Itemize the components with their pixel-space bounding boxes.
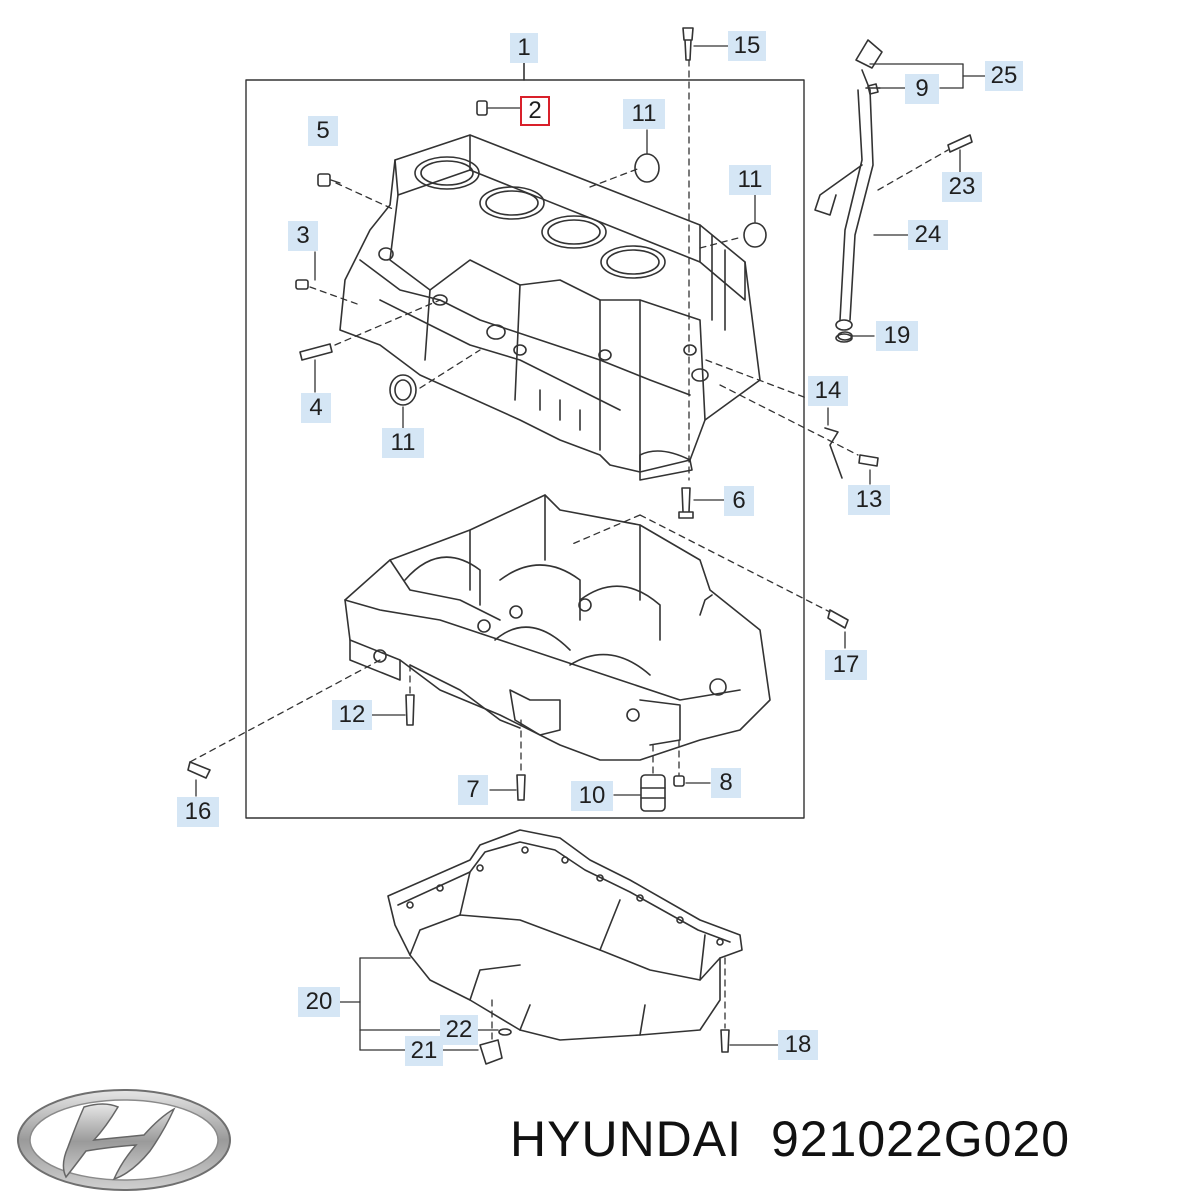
callout-20: 20 bbox=[298, 987, 340, 1017]
callout-17: 17 bbox=[825, 650, 867, 680]
hyundai-logo bbox=[17, 1089, 231, 1191]
callout-12: 12 bbox=[332, 700, 372, 730]
callout-19: 19 bbox=[876, 321, 918, 351]
callout-11-top: 11 bbox=[623, 99, 665, 129]
callout-11-right: 11 bbox=[729, 165, 771, 195]
assembly-frame bbox=[245, 79, 805, 819]
callout-7: 7 bbox=[458, 775, 488, 805]
callout-5: 5 bbox=[308, 116, 338, 146]
dipstick-assembly bbox=[814, 39, 883, 343]
callout-21: 21 bbox=[405, 1036, 443, 1066]
part-caption: HYUNDAI 921022G020 bbox=[510, 1110, 1070, 1168]
small-parts bbox=[187, 27, 973, 1065]
callout-9: 9 bbox=[905, 74, 939, 104]
callout-1: 1 bbox=[510, 33, 538, 63]
brand-name: HYUNDAI bbox=[510, 1111, 743, 1167]
callout-6: 6 bbox=[724, 486, 754, 516]
callout-15: 15 bbox=[728, 31, 766, 61]
part-number: 921022G020 bbox=[770, 1111, 1071, 1167]
callout-10: 10 bbox=[571, 781, 613, 811]
cylinder-block bbox=[339, 134, 761, 481]
callout-13: 13 bbox=[848, 485, 890, 515]
ladder-frame bbox=[344, 494, 771, 761]
leader-lines bbox=[195, 45, 986, 1051]
callout-25: 25 bbox=[985, 61, 1023, 91]
callout-16: 16 bbox=[177, 797, 219, 827]
callout-23: 23 bbox=[942, 172, 982, 202]
callout-8: 8 bbox=[711, 768, 741, 798]
oil-pan bbox=[387, 829, 743, 1041]
dashed-reference-lines bbox=[189, 59, 949, 1041]
callout-24: 24 bbox=[908, 220, 948, 250]
callout-4: 4 bbox=[301, 393, 331, 423]
callout-11-bottom: 11 bbox=[382, 428, 424, 458]
callout-22: 22 bbox=[440, 1015, 478, 1045]
callout-3: 3 bbox=[288, 221, 318, 251]
callout-18: 18 bbox=[778, 1030, 818, 1060]
callout-2-highlighted: 2 bbox=[520, 96, 550, 126]
callout-14: 14 bbox=[808, 376, 848, 406]
